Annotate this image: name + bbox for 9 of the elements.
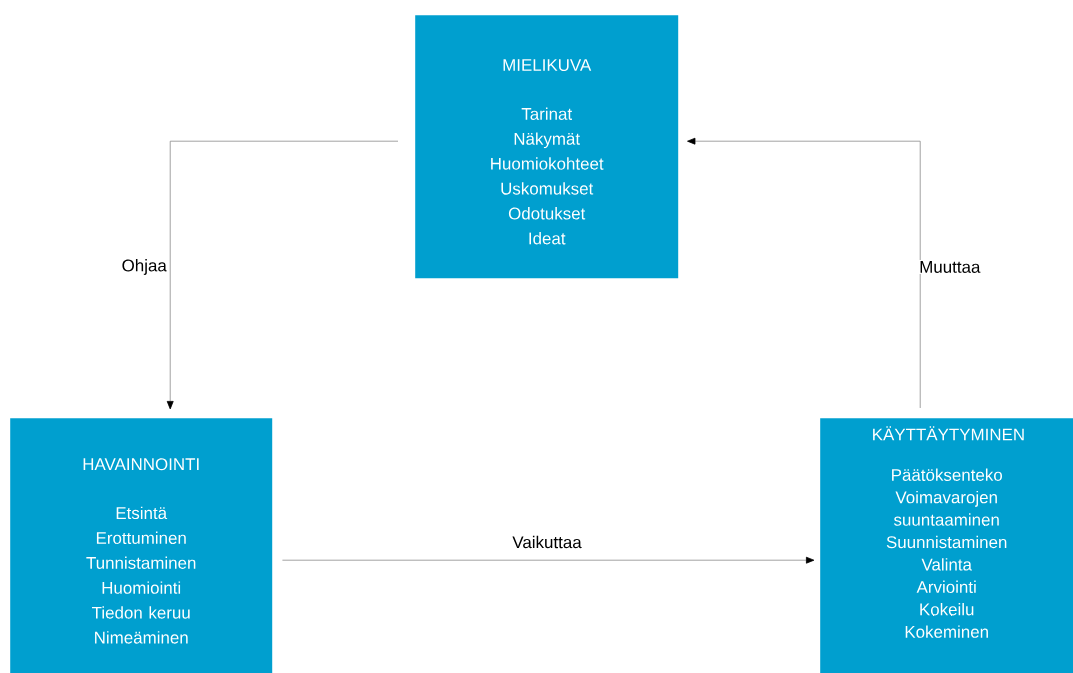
- process-box: HAVAINNOINTI Etsintä Erottuminen Tunnistaminen Huomiointi Tiedon keruu Nimeäminen: [10, 418, 273, 673]
- arrow: [687, 137, 921, 409]
- edge-label: Vaikuttaa: [511, 534, 583, 550]
- process-box: MIELIKUVA Tarinat Näkymät Huomiokohteet Uskomukset Odotukset Ideat: [415, 15, 679, 279]
- arrow: [166, 140, 399, 410]
- process-box: KÄYTTÄYTYMINEN Päätöksenteko Voimavarojen suuntaaminen Suunnistaminen Valinta Arviointi Kokeilu Kokeminen: [820, 418, 1073, 673]
- arrow: [282, 556, 815, 564]
- edge-label: Ohjaa: [120, 258, 168, 276]
- edge-label: Muuttaa: [918, 260, 982, 274]
